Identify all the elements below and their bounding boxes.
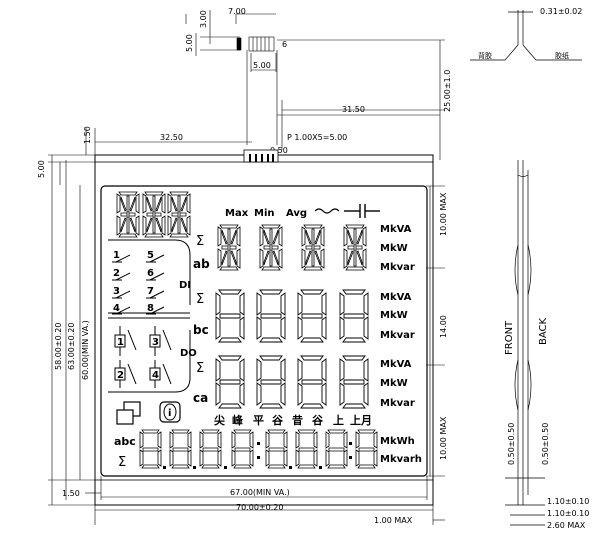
back-label: BACK bbox=[538, 317, 549, 345]
row1-unit-kva: MkVA bbox=[380, 224, 412, 235]
dim-r-10-bot: 10.00 MAX bbox=[439, 416, 448, 460]
abc-label: abc bbox=[114, 435, 136, 448]
dim-side-1-1-b: 1.10±0.10 bbox=[547, 509, 589, 518]
right-dimension-area bbox=[426, 185, 445, 477]
dim-pin-count: 6 bbox=[282, 40, 287, 49]
bottom-decimal-points bbox=[163, 442, 352, 469]
info-icon: i bbox=[159, 401, 181, 423]
dim-r-10-top: 10.00 MAX bbox=[439, 192, 448, 236]
di-item-1: 1 bbox=[113, 250, 120, 261]
phase-ab-label: ab bbox=[193, 257, 210, 271]
row3-digits bbox=[215, 355, 369, 409]
side-label-right: 胶纸 bbox=[555, 51, 569, 60]
dim-right-25: 25.00±1.0 bbox=[443, 70, 452, 112]
di-item-2: 2 bbox=[113, 268, 120, 279]
row2-unit-kw: MkW bbox=[380, 310, 408, 321]
bottom-dimension-area bbox=[85, 476, 445, 525]
di-item-8: 8 bbox=[147, 303, 154, 314]
phase-bc-label: bc bbox=[193, 323, 209, 337]
tariff-label-3: 平 bbox=[253, 414, 264, 427]
dim-top-3: 3.00 bbox=[199, 10, 208, 28]
tariff-label-4: 谷 bbox=[272, 413, 284, 427]
copy-icon bbox=[116, 401, 141, 425]
bottom-digits bbox=[139, 429, 378, 469]
tariff-label-2: 峰 bbox=[232, 413, 244, 427]
dim-h-60: 60.00(MIN VA.) bbox=[81, 320, 90, 380]
di-item-3: 3 bbox=[113, 286, 120, 297]
di-item-4: 4 bbox=[113, 303, 120, 314]
dim-r-14: 14.00 bbox=[439, 315, 448, 338]
tariff-label-1: 尖 bbox=[214, 413, 225, 427]
dim-left-5: 5.00 bbox=[185, 34, 194, 52]
tariff-label-5: 昔 bbox=[292, 413, 303, 427]
dim-left-32-5: 32.50 bbox=[160, 133, 183, 142]
dim-w-1-max: 1.00 MAX bbox=[374, 516, 413, 525]
dim-pin-w: 0.50 bbox=[270, 146, 288, 155]
dim-bottom-1-5: 1.50 bbox=[62, 489, 80, 498]
phase-ca-label: ca bbox=[193, 391, 208, 405]
dim-mid-31-5: 31.50 bbox=[342, 105, 365, 114]
do-item-4: 4 bbox=[152, 370, 159, 381]
bottom-unit-kwh: MkWh bbox=[380, 436, 415, 447]
bottom-unit-kvarh: Mkvarh bbox=[380, 454, 422, 465]
do-label: DO bbox=[180, 348, 197, 359]
top-left-digits bbox=[116, 191, 191, 238]
di-label: DI bbox=[179, 280, 191, 291]
row1-unit-kvar: Mkvar bbox=[380, 262, 415, 273]
row3-unit-kw: MkW bbox=[380, 378, 408, 389]
row1-unit-kw: MkW bbox=[380, 243, 408, 254]
min-indicator: Min bbox=[254, 208, 275, 219]
tariff-label-6: 谷 bbox=[312, 413, 324, 427]
row3-unit-kva: MkVA bbox=[380, 359, 412, 370]
dim-side-2-6: 2.60 MAX bbox=[547, 521, 586, 530]
dim-h-58: 58.00±0.20 bbox=[54, 323, 63, 370]
row3-unit-kvar: Mkvar bbox=[380, 398, 415, 409]
dim-top-7: 7.00 bbox=[228, 7, 246, 16]
do-item-1: 1 bbox=[117, 337, 124, 348]
capacitor-icon bbox=[344, 204, 380, 218]
sigma-row3: Σ bbox=[196, 361, 204, 376]
tariff-label-8: 上月 bbox=[350, 413, 372, 427]
top-dimension-area bbox=[185, 10, 445, 160]
svg-text:i: i bbox=[168, 408, 171, 419]
dim-left-5-00: 5.00 bbox=[37, 160, 46, 178]
sigma-row1: Σ bbox=[196, 234, 204, 249]
side-label-left: 背胶 bbox=[478, 51, 492, 60]
row2-digits bbox=[215, 289, 369, 343]
dim-side-05-a: 0.50±0.50 bbox=[507, 423, 516, 465]
do-block bbox=[108, 326, 191, 393]
dim-w-70: 70.00±0.20 bbox=[236, 503, 283, 512]
dim-h-63: 63.00±0.20 bbox=[67, 323, 76, 370]
do-item-3: 3 bbox=[152, 337, 159, 348]
max-indicator: Max bbox=[225, 208, 249, 219]
dim-side-1-1-a: 1.10±0.10 bbox=[547, 497, 589, 506]
dim-side-05-b: 0.50±0.50 bbox=[541, 423, 550, 465]
sigma-row2: Σ bbox=[196, 292, 204, 307]
front-label: FRONT bbox=[504, 320, 515, 355]
do-item-2: 2 bbox=[117, 370, 124, 381]
row1-digits bbox=[217, 224, 367, 271]
dim-pitch: P 1.00X5=5.00 bbox=[287, 133, 347, 142]
connector-pins bbox=[249, 154, 274, 162]
row2-unit-kvar: Mkvar bbox=[380, 330, 415, 341]
row2-unit-kva: MkVA bbox=[380, 292, 412, 303]
di-block bbox=[108, 239, 191, 319]
dim-thk-top: 0.31±0.02 bbox=[540, 7, 582, 16]
viewing-area bbox=[100, 185, 428, 477]
di-item-5: 5 bbox=[147, 250, 154, 261]
dim-pin-5: 5.00 bbox=[253, 61, 271, 70]
tariff-label-7: 上 bbox=[333, 413, 344, 427]
dim-w-67: 67.00(MIN VA.) bbox=[230, 488, 290, 497]
avg-indicator: Avg bbox=[286, 208, 307, 219]
di-item-6: 6 bbox=[147, 268, 154, 279]
left-dimension-area bbox=[48, 128, 252, 506]
side-view bbox=[470, 10, 582, 526]
di-item-7: 7 bbox=[147, 286, 154, 297]
dim-left-1-5-top: 1.50 bbox=[83, 126, 92, 144]
wave-icon bbox=[314, 208, 340, 214]
sigma-bottom: Σ bbox=[118, 455, 126, 470]
